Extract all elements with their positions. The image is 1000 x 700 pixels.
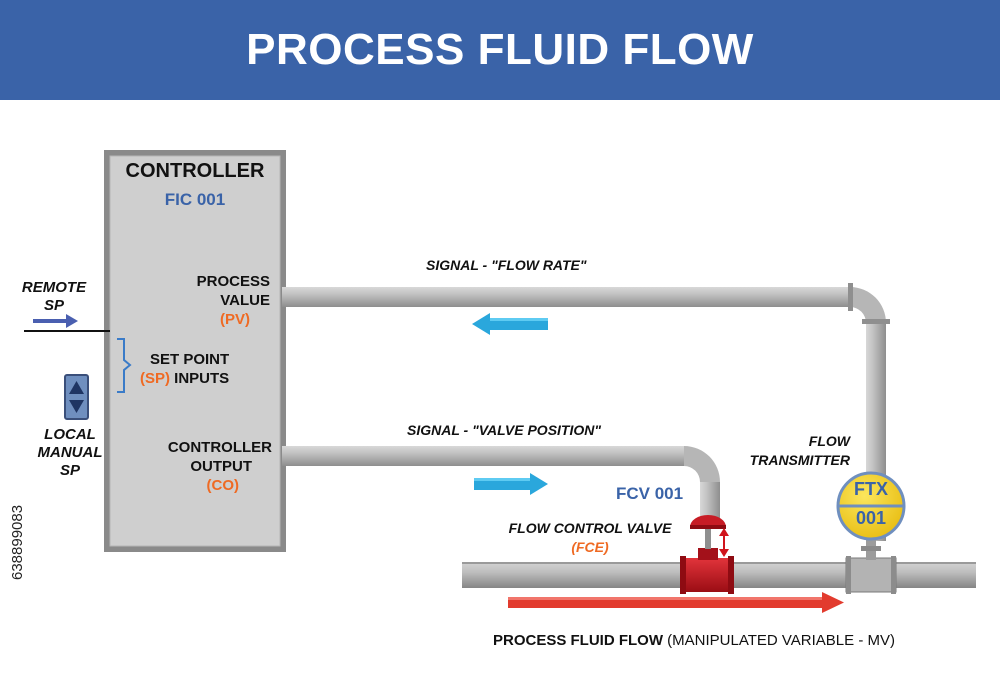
- flow-transmitter-bubble: [836, 471, 906, 541]
- valve-position-signal-pipe: [282, 446, 720, 518]
- transmitter-tag-bottom: 001: [855, 508, 887, 528]
- flow-transmitter-label: FLOW TRANSMITTER: [749, 433, 850, 468]
- process-value-label: PROCESS VALUE (PV): [196, 273, 270, 328]
- local-manual-sp-label: LOCAL MANUAL SP: [37, 426, 103, 479]
- controller-box: [104, 150, 286, 552]
- page-title: PROCESS FLUID FLOW: [246, 25, 754, 74]
- valve-position-signal-label: SIGNAL - "VALVE POSITION": [407, 422, 602, 438]
- stock-id: 638899083: [9, 504, 26, 580]
- remote-sp-arrow: [33, 314, 78, 328]
- flow-control-valve-label: FLOW CONTROL VALVE (FCE): [508, 520, 672, 555]
- valve-travel-icon: [719, 528, 729, 557]
- flow-control-valve: [680, 515, 734, 594]
- flow-rate-arrow: [472, 313, 548, 335]
- transmitter-fitting: [845, 534, 897, 594]
- controller-output-label: CONTROLLER OUTPUT (CO): [167, 439, 272, 494]
- transmitter-tag-top: FTX: [854, 479, 888, 499]
- set-point-bracket: [117, 338, 132, 393]
- valve-tag: FCV 001: [616, 484, 684, 503]
- controller-title: CONTROLLER: [125, 160, 265, 182]
- process-flow-arrow: [508, 592, 844, 613]
- controller-tag: FIC 001: [164, 190, 226, 209]
- process-flow-caption: PROCESS FLUID FLOW (MANIPULATED VARIABLE…: [493, 632, 895, 649]
- flow-rate-signal-label: SIGNAL - "FLOW RATE": [426, 257, 587, 273]
- remote-sp-label: REMOTE SP: [21, 279, 87, 314]
- up-down-arrows-icon: [64, 374, 89, 420]
- valve-position-arrow: [474, 473, 548, 495]
- set-point-label: SET POINT (SP) INPUTS: [140, 351, 230, 387]
- header-bar: PROCESS FLUID FLOW: [0, 0, 1000, 100]
- flow-rate-signal-pipe: [282, 283, 890, 541]
